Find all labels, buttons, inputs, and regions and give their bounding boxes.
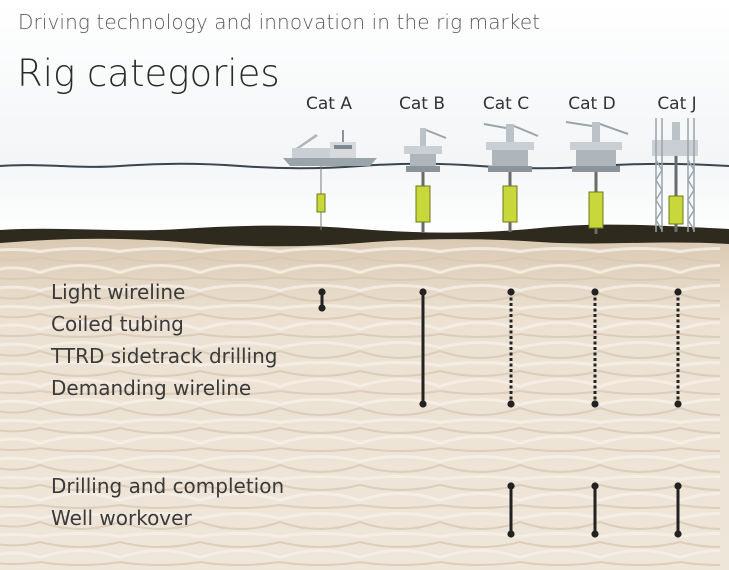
cat-b-platform [404, 128, 447, 232]
stratum-line [0, 426, 721, 435]
capability-bar-endpoint-cat-c-top [507, 288, 515, 296]
stratum-line [0, 434, 721, 446]
category-label-cat-b: Cat B [398, 94, 446, 114]
operation-label-ttrd-sidetrack-drilling: TTRD sidetrack drilling [51, 344, 278, 368]
capability-bars [318, 288, 682, 538]
category-label-cat-c: Cat C [482, 94, 530, 114]
capability-bar-endpoint-cat-a-top [318, 288, 326, 296]
capability-bar-endpoint-cat-b-bottom [419, 400, 427, 408]
capability-bar-endpoint-cat-j-bottom [674, 400, 682, 408]
capability-bar-endpoint-cat-j-top [674, 482, 682, 490]
capability-bar-endpoint-cat-c-top [507, 482, 515, 490]
sky [0, 0, 729, 165]
capability-bar-endpoint-cat-j-top [674, 288, 682, 296]
capability-bar-endpoint-cat-a-bottom [318, 304, 326, 312]
stratum-line [0, 246, 721, 254]
category-label-cat-j: Cat J [657, 94, 697, 114]
stratum-line [0, 406, 721, 417]
stratum-line [0, 531, 721, 539]
cat-d-wellhead [588, 191, 604, 229]
cat-j-jackup [652, 118, 698, 232]
operation-label-demanding-wireline: Demanding wireline [51, 376, 252, 400]
stratum-line [0, 360, 721, 368]
seabed [0, 224, 729, 247]
capability-bar-endpoint-cat-d-top [591, 482, 599, 490]
stratum-line [0, 377, 721, 389]
water [0, 165, 729, 235]
category-label-cat-a: Cat A [306, 94, 352, 114]
capability-bar-endpoint-cat-c-bottom [507, 400, 515, 408]
stratum-line [0, 263, 721, 275]
stratum-line [0, 540, 721, 549]
page-subtitle: Driving technology and innovation in the… [18, 10, 541, 34]
stratum-line [0, 320, 721, 332]
cat-j-wellhead [668, 195, 684, 225]
stratum-line [0, 283, 721, 293]
cat-a-vessel [283, 130, 377, 230]
capability-bar-endpoint-cat-d-bottom [591, 530, 599, 538]
stratum-line [0, 303, 721, 311]
stratum-line [0, 417, 721, 425]
stratum-line [0, 292, 721, 303]
operation-label-coiled-tubing: Coiled tubing [51, 312, 184, 336]
stratum-line [0, 369, 721, 378]
stratum-line [0, 275, 721, 282]
stratum-line [0, 349, 721, 360]
stratum-line [0, 312, 721, 321]
stratum-line [0, 332, 721, 339]
stratum-line [0, 560, 721, 567]
stratum-line [0, 340, 721, 350]
operation-label-light-wireline: Light wireline [51, 280, 186, 304]
capability-bar-endpoint-cat-c-bottom [507, 530, 515, 538]
stratum-line [0, 503, 721, 510]
capability-bar-endpoint-cat-j-bottom [674, 530, 682, 538]
stratum-line [0, 397, 721, 407]
capability-bar-endpoint-cat-d-top [591, 288, 599, 296]
cat-d-platform [565, 121, 629, 234]
cat-c-wellhead [502, 185, 518, 223]
stratum-line [0, 520, 721, 531]
sediment-strata [0, 246, 721, 567]
stratum-line [0, 483, 721, 492]
stratum-line [0, 511, 721, 521]
category-label-cat-d: Cat D [568, 94, 616, 114]
stratum-line [0, 463, 721, 474]
operation-label-drilling-and-completion: Drilling and completion [51, 474, 285, 498]
stratum-line [0, 446, 721, 453]
cat-c-platform [483, 123, 539, 232]
stratum-line [0, 389, 721, 396]
cat-b-wellhead [415, 185, 431, 223]
page-title: Rig categories [17, 52, 280, 95]
stratum-line [0, 474, 721, 482]
stratum-line [0, 548, 721, 560]
stratum-line [0, 454, 721, 464]
stratum-line [0, 255, 721, 264]
capability-bar-endpoint-cat-d-bottom [591, 400, 599, 408]
cat-a-wellhead [316, 193, 326, 213]
capability-bar-endpoint-cat-b-top [419, 288, 427, 296]
stratum-line [0, 491, 721, 503]
operation-label-well-workover: Well workover [51, 506, 192, 530]
